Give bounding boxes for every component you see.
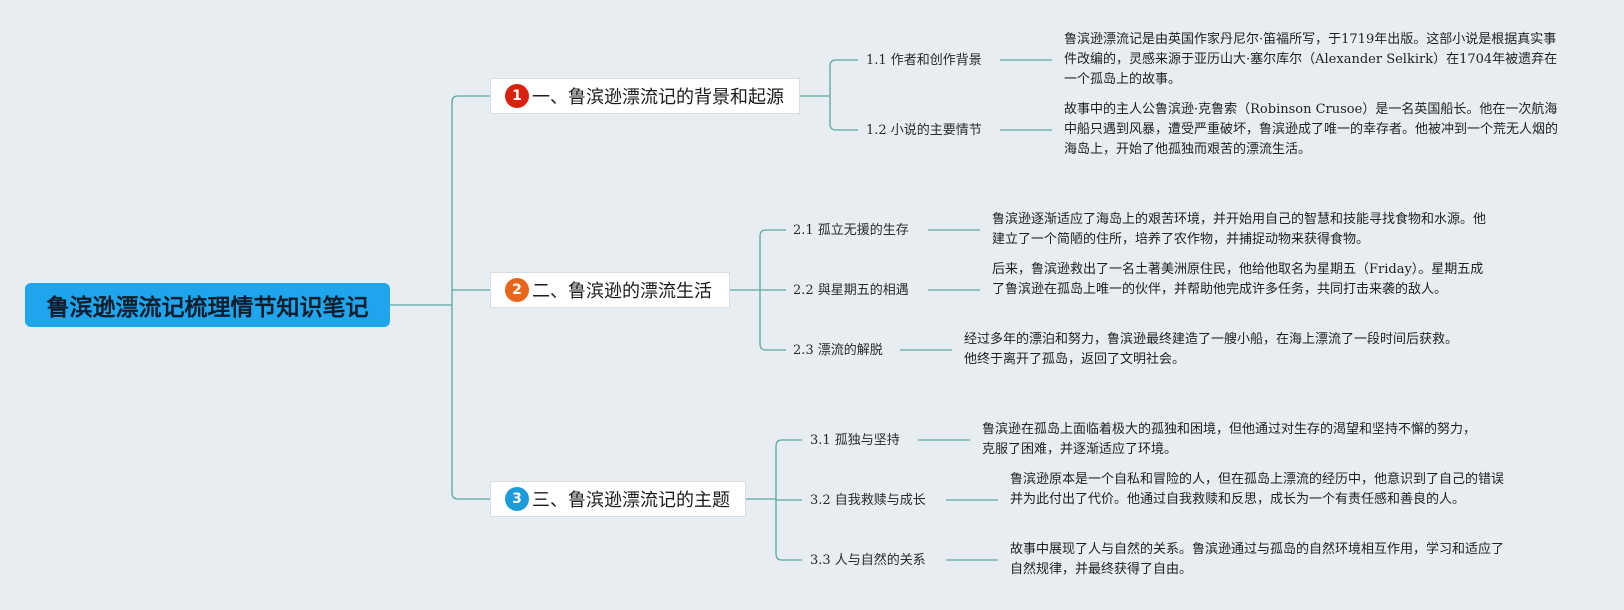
root-topic[interactable]: 鲁滨逊漂流记梳理情节知识笔记 — [25, 283, 390, 327]
subtopic-2-3[interactable]: 2.3 漂流的解脱 — [793, 343, 883, 358]
connector-sub-3-1 — [775, 439, 802, 499]
leaf-text-1-1: 鲁滨逊漂流记是由英国作家丹尼尔·笛福所写，于1719年出版。这部小说是根据真实事… — [1064, 32, 1558, 87]
subtopic-3-3[interactable]: 3.3 人与自然的关系 — [810, 553, 926, 568]
branch-topic-label: 一、鲁滨逊漂流记的背景和起源 — [532, 87, 784, 108]
subtopic-3-2[interactable]: 3.2 自我救赎与成长 — [810, 493, 926, 508]
leaf-text-3-3: 故事中展现了人与自然的关系。鲁滨逊通过与孤岛的自然环境相互作用，学习和适应了自然… — [1010, 542, 1505, 577]
branch-topic-label: 三、鲁滨逊漂流记的主题 — [532, 490, 730, 511]
connector-sub-3-2 — [775, 499, 802, 501]
branch-topic-2[interactable]: 2 二、鲁滨逊的漂流生活 — [490, 272, 730, 308]
leaf-text-3-2: 鲁滨逊原本是一个自私和冒险的人，但在孤岛上漂流的经历中，他意识到了自己的错误并为… — [1010, 472, 1505, 507]
root-topic-title: 鲁滨逊漂流记梳理情节知识笔记 — [46, 295, 369, 321]
connector-sub-1-2 — [829, 96, 858, 131]
branch-topic-1[interactable]: 1 一、鲁滨逊漂流记的背景和起源 — [490, 78, 800, 114]
leaf-text-3-1: 鲁滨逊在孤岛上面临着极大的孤独和困境，但他通过对生存的渴望和坚持不懈的努力，克服… — [982, 422, 1477, 457]
number-badge-2: 2 — [505, 278, 529, 302]
subtopic-1-1[interactable]: 1.1 作者和创作背景 — [866, 53, 982, 68]
connector-branch-3 — [451, 305, 490, 500]
subtopic-3-1[interactable]: 3.1 孤独与坚持 — [810, 433, 900, 448]
number-badge-3: 3 — [505, 487, 529, 511]
leaf-text-2-3: 经过多年的漂泊和努力，鲁滨逊最终建造了一艘小船，在海上漂流了一段时间后获救。他终… — [964, 332, 1459, 367]
subtopic-2-1[interactable]: 2.1 孤立无援的生存 — [793, 223, 909, 238]
branch-topic-3[interactable]: 3 三、鲁滨逊漂流记的主题 — [490, 481, 746, 517]
branch-topic-label: 二、鲁滨逊的漂流生活 — [532, 281, 712, 302]
connector-sub-2-3 — [759, 290, 786, 351]
leaf-text-1-2: 故事中的主人公鲁滨逊·克鲁索（Robinson Crusoe）是一名英国船长。他… — [1064, 102, 1559, 157]
subtopic-2-2[interactable]: 2.2 與星期五的相遇 — [793, 283, 909, 298]
number-badge-1: 1 — [505, 84, 529, 108]
connector-branch-1 — [451, 95, 490, 305]
connector-sub-3-3 — [775, 499, 802, 561]
leaf-text-2-2: 后来，鲁滨逊救出了一名土著美洲原住民，他给他取名为星期五（Friday）。星期五… — [992, 262, 1484, 297]
subtopic-1-2[interactable]: 1.2 小说的主要情节 — [866, 123, 982, 138]
connector-sub-2-1 — [759, 229, 786, 290]
connector-sub-1-1 — [829, 59, 858, 96]
leaf-text-2-1: 鲁滨逊逐渐适应了海岛上的艰苦环境，并开始用自己的智慧和技能寻找食物和水源。他建立… — [992, 212, 1487, 247]
